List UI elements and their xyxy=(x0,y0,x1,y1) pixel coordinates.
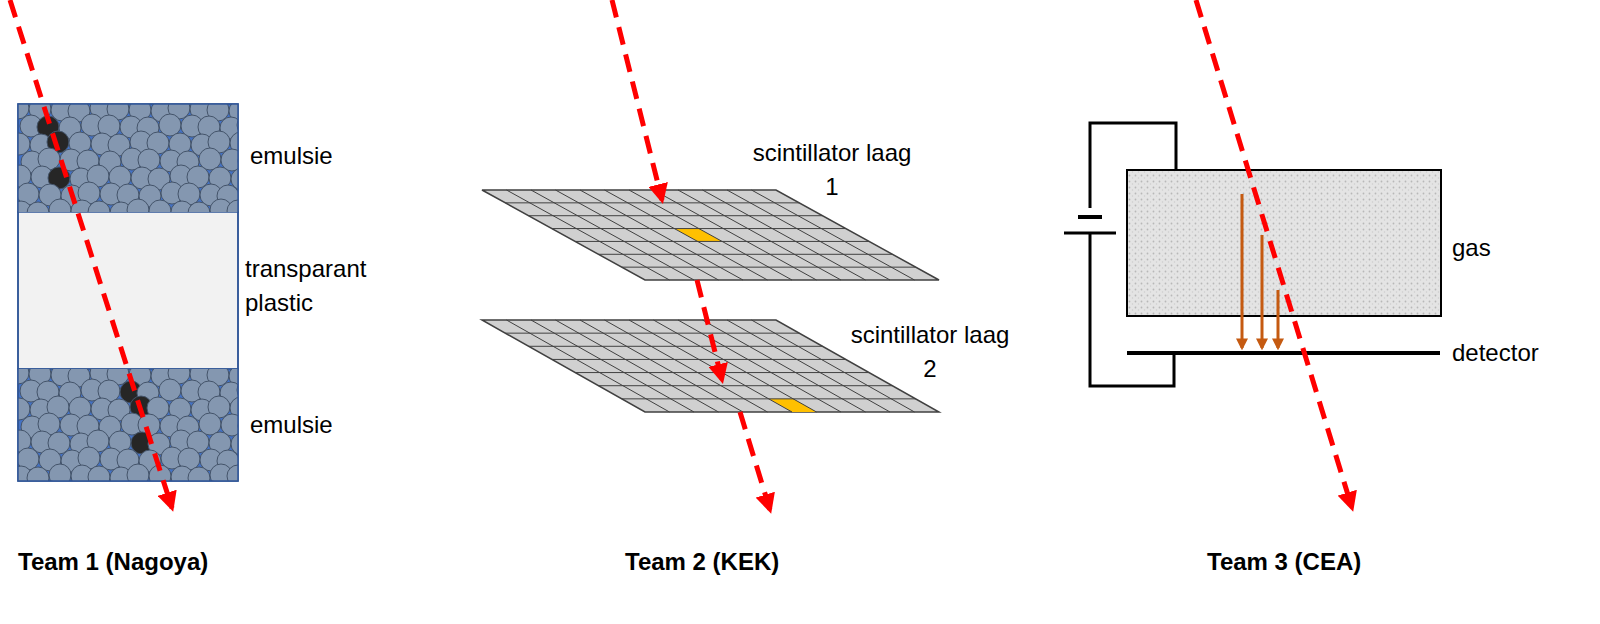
part-label: scintillator laag 1 xyxy=(752,136,912,204)
part-label: emulsie xyxy=(250,408,370,442)
team-title: Team 3 (CEA) xyxy=(1207,545,1427,579)
emulsion-stack xyxy=(7,97,262,506)
team-title: Team 2 (KEK) xyxy=(625,545,845,579)
particle-track xyxy=(1196,0,1352,508)
part-label: gas xyxy=(1452,231,1532,265)
team-title: Team 1 (Nagoya) xyxy=(18,545,278,579)
particle-track xyxy=(612,0,662,200)
particle-track xyxy=(10,0,172,508)
part-label: detector xyxy=(1452,336,1572,370)
particle-track xyxy=(740,412,770,510)
part-label: transparant plastic xyxy=(245,252,410,320)
part-label: scintillator laag 2 xyxy=(850,318,1010,386)
particle-track xyxy=(697,280,722,380)
gas-chamber xyxy=(1064,123,1441,386)
part-label: emulsie xyxy=(250,139,370,173)
scintillator-layer xyxy=(482,190,939,280)
